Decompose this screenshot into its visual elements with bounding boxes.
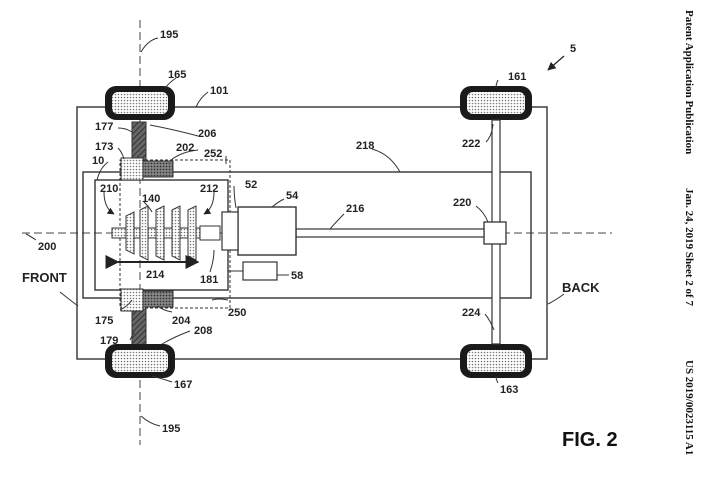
- ref-54: 54: [286, 190, 299, 202]
- header-date-sheet: Jan. 24, 2019 Sheet 2 of 7: [683, 188, 695, 306]
- front-shaft-lower: [131, 308, 147, 346]
- ref-204: 204: [172, 315, 191, 327]
- block-204: [142, 290, 174, 308]
- ref-250: 250: [228, 307, 246, 319]
- header-number: US 2019/0023115 A1: [683, 360, 695, 455]
- vehicle-body-101: [76, 106, 548, 360]
- wheel-161: [460, 86, 532, 120]
- driveshaft-216: [295, 228, 485, 238]
- wheel-167: [105, 344, 175, 378]
- curved-arrow-210: [103, 191, 115, 215]
- block-173: [120, 157, 144, 181]
- ref-163: 163: [500, 384, 518, 396]
- ref-222: 222: [462, 138, 480, 150]
- transmission-54: [237, 206, 297, 256]
- leader-lines: [25, 37, 565, 427]
- wheel-165: [105, 86, 175, 120]
- ref-179: 179: [100, 335, 118, 347]
- ref-173: 173: [95, 141, 113, 153]
- block-202: [142, 160, 174, 178]
- differential-220: [483, 221, 507, 245]
- ref-52: 52: [245, 179, 257, 191]
- controller-58: [242, 261, 278, 281]
- ref-165: 165: [168, 69, 186, 81]
- ref-218: 218: [356, 140, 374, 152]
- ref-195-top: 195: [160, 29, 178, 41]
- frame-218: [82, 171, 532, 299]
- ref-101: 101: [210, 85, 228, 97]
- ref-200: 200: [38, 241, 56, 253]
- figure-ref-arrow-5: [547, 55, 565, 71]
- ref-181: 181: [200, 274, 218, 286]
- ref-220: 220: [453, 197, 471, 209]
- ref-195-bottom: 195: [162, 423, 180, 435]
- back-label: BACK: [562, 280, 600, 295]
- ref-224: 224: [462, 307, 481, 319]
- front-shaft-upper: [131, 121, 147, 161]
- ref-5: 5: [570, 43, 576, 55]
- ref-161: 161: [508, 71, 526, 83]
- ref-202: 202: [176, 142, 194, 154]
- ref-177: 177: [95, 121, 113, 133]
- wheel-163: [460, 344, 532, 378]
- ref-167: 167: [174, 379, 192, 391]
- ref-175: 175: [95, 315, 113, 327]
- header-publication: Patent Application Publication: [683, 10, 695, 154]
- ref-10: 10: [92, 155, 104, 167]
- ref-216: 216: [346, 203, 364, 215]
- ref-208: 208: [194, 325, 212, 337]
- ref-212: 212: [200, 183, 218, 195]
- front-label: FRONT: [22, 270, 67, 285]
- ref-210: 210: [100, 183, 118, 195]
- crankshaft-140: [111, 205, 221, 261]
- ref-252: 252: [204, 148, 222, 160]
- ref-140: 140: [142, 193, 160, 205]
- curved-arrow-212: [203, 191, 215, 215]
- coupling-52: [221, 211, 239, 251]
- figure-label: FIG. 2: [562, 429, 618, 451]
- ref-58: 58: [291, 270, 303, 282]
- ref-214: 214: [146, 269, 165, 281]
- ref-206: 206: [198, 128, 216, 140]
